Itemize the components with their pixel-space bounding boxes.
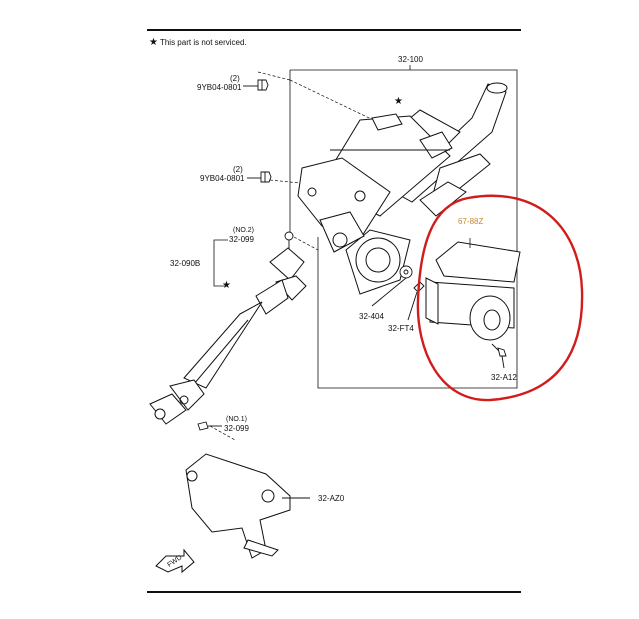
label-32-404: 32-404 <box>359 312 384 321</box>
legend-text: This part is not serviced. <box>159 38 247 47</box>
label-32-ft4: 32-FT4 <box>388 324 414 333</box>
label-32-az0: 32-AZ0 <box>318 494 345 503</box>
star-icon: ★ <box>149 37 158 48</box>
fwd-arrow-icon <box>155 548 195 574</box>
highlight-circle <box>416 194 584 402</box>
label-joint-no1: (NO.1) <box>226 416 247 423</box>
label-32-100: 32-100 <box>398 55 423 64</box>
label-32-a12: 32-A12 <box>491 373 517 382</box>
top-rule <box>147 29 521 31</box>
label-joint-upper-bolt: 32-099 <box>229 235 254 244</box>
lower-cover <box>185 453 310 559</box>
motor-bolt <box>491 343 507 369</box>
label-bolt-lower: 9YB04-0801 <box>200 174 245 183</box>
star-icon: ★ <box>222 280 231 291</box>
label-bolt-upper: 9YB04-0801 <box>197 83 242 92</box>
assembly-frame <box>290 69 518 389</box>
label-bolt-upper-qty: (2) <box>230 74 240 83</box>
label-joint-lower-bolt: 32-099 <box>224 424 249 433</box>
bottom-rule <box>147 591 521 593</box>
label-joint-no2: (NO.2) <box>233 227 254 234</box>
legend-note: ★This part is not serviced. <box>149 37 247 48</box>
star-icon: ★ <box>394 96 403 107</box>
motor-unit <box>425 238 521 341</box>
joint-lower-bolt <box>197 421 222 431</box>
steering-column <box>297 82 508 295</box>
shaft-bracket <box>213 239 228 287</box>
bolt-upper <box>243 79 269 91</box>
bolt-lower <box>247 171 272 183</box>
label-67-88z: 67-88Z <box>458 217 484 226</box>
part-ft4 <box>407 281 425 321</box>
label-32-090b: 32-090B <box>170 259 201 268</box>
label-bolt-lower-qty: (2) <box>233 165 243 174</box>
intermediate-shaft <box>149 247 307 425</box>
part-404 <box>371 265 413 307</box>
